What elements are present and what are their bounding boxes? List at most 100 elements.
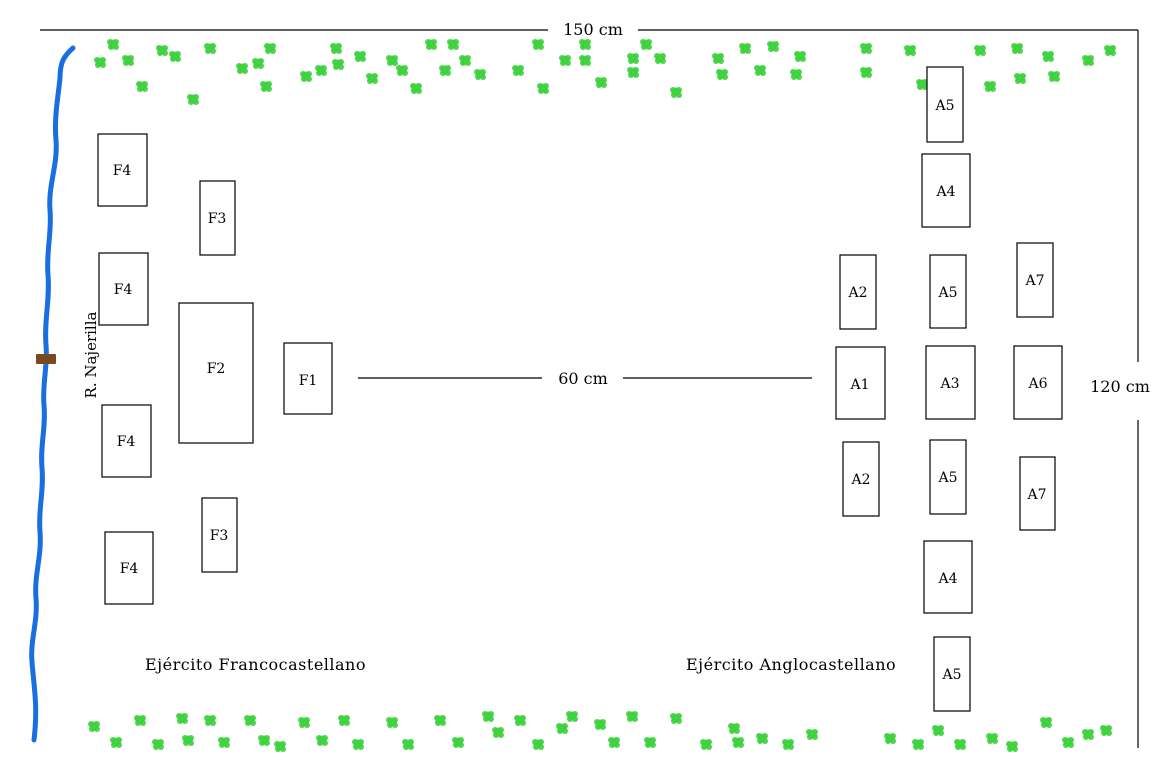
- bush-icon: [626, 711, 638, 722]
- bush-icon: [1100, 725, 1112, 736]
- unit-box-a2-2: [842, 441, 880, 517]
- bush-icon: [156, 45, 168, 56]
- bush-icon: [332, 59, 344, 70]
- bush-icon: [366, 73, 378, 84]
- bushes-top: [94, 39, 1116, 105]
- bush-icon: [107, 39, 119, 50]
- unit-box-a5-2: [929, 254, 967, 329]
- bush-icon: [402, 739, 414, 750]
- unit-box-f4-4: [104, 531, 154, 605]
- unit-label-f2: F2: [207, 361, 226, 377]
- unit-label-f4-3: F4: [117, 434, 136, 450]
- bush-icon: [860, 67, 872, 78]
- unit-label-a2-1: A2: [847, 285, 867, 301]
- unit-box-a5-1: [926, 66, 964, 143]
- bush-icon: [298, 717, 310, 728]
- bush-icon: [579, 55, 591, 66]
- bush-icon: [974, 45, 986, 56]
- bush-icon: [396, 65, 408, 76]
- unit-label-a2-2: A2: [850, 472, 870, 488]
- unit-box-a5-4: [933, 636, 971, 712]
- bush-icon: [204, 715, 216, 726]
- bush-icon: [670, 87, 682, 98]
- bush-icon: [176, 713, 188, 724]
- bush-icon: [110, 737, 122, 748]
- unit-box-a1: [835, 346, 886, 420]
- unit-label-f3-2: F3: [210, 528, 229, 544]
- bush-icon: [884, 733, 896, 744]
- bush-icon: [1048, 71, 1060, 82]
- bush-icon: [338, 715, 350, 726]
- bush-icon: [447, 39, 459, 50]
- unit-label-f4-2: F4: [114, 282, 133, 298]
- bush-icon: [860, 43, 872, 54]
- bush-icon: [152, 739, 164, 750]
- bush-icon: [532, 739, 544, 750]
- bush-icon: [258, 735, 270, 746]
- unit-label-a5-2: A5: [937, 285, 957, 301]
- bush-icon: [410, 83, 422, 94]
- bush-icon: [1011, 43, 1023, 54]
- bush-icon: [252, 58, 264, 69]
- bush-icon: [986, 733, 998, 744]
- unit-label-a7-2: A7: [1026, 487, 1046, 503]
- bush-icon: [594, 719, 606, 730]
- bush-icon: [459, 55, 471, 66]
- bush-icon: [790, 69, 802, 80]
- bush-icon: [300, 71, 312, 82]
- bush-icon: [537, 83, 549, 94]
- bush-icon: [782, 739, 794, 750]
- bush-icon: [767, 41, 779, 52]
- bush-icon: [739, 43, 751, 54]
- unit-label-a1: A1: [849, 377, 869, 393]
- bush-icon: [1104, 45, 1116, 56]
- bush-icon: [204, 43, 216, 54]
- bush-icon: [354, 51, 366, 62]
- unit-label-a5-4: A5: [941, 667, 961, 683]
- unit-label-a6: A6: [1027, 376, 1047, 392]
- bush-icon: [712, 53, 724, 64]
- bush-icon: [425, 39, 437, 50]
- height-dimension-label: 120 cm: [1090, 377, 1150, 396]
- river: [29, 45, 76, 743]
- unit-box-a3: [925, 345, 976, 420]
- unit-box-f2: [178, 302, 254, 444]
- river-label: R. Najerilla: [82, 311, 100, 398]
- bush-icon: [754, 65, 766, 76]
- unit-box-f4-3: [101, 404, 152, 478]
- bush-icon: [514, 715, 526, 726]
- bush-icon: [670, 713, 682, 724]
- bush-icon: [136, 81, 148, 92]
- unit-label-f3-1: F3: [208, 211, 227, 227]
- bush-icon: [452, 737, 464, 748]
- gap-dimension-label: 60 cm: [558, 369, 608, 388]
- bush-icon: [434, 715, 446, 726]
- bush-icon: [579, 39, 591, 50]
- bush-icon: [264, 43, 276, 54]
- bush-icon: [182, 735, 194, 746]
- bush-icon: [756, 733, 768, 744]
- bushes-bottom: [88, 711, 1112, 752]
- bush-icon: [954, 739, 966, 750]
- bush-icon: [316, 735, 328, 746]
- bush-icon: [654, 53, 666, 64]
- unit-label-f1: F1: [299, 373, 318, 389]
- unit-box-f4-1: [97, 133, 148, 207]
- bush-icon: [236, 63, 248, 74]
- bush-icon: [1082, 55, 1094, 66]
- bush-icon: [482, 711, 494, 722]
- bush-icon: [728, 723, 740, 734]
- unit-label-f4-1: F4: [113, 163, 132, 179]
- bush-icon: [439, 65, 451, 76]
- unit-box-a7-1: [1016, 242, 1054, 318]
- bush-icon: [566, 711, 578, 722]
- bush-icon: [559, 55, 571, 66]
- bush-icon: [595, 77, 607, 88]
- bush-icon: [532, 39, 544, 50]
- bush-icon: [984, 81, 996, 92]
- unit-box-f4-2: [98, 252, 149, 326]
- unit-box-a4-1: [921, 153, 971, 228]
- bush-icon: [330, 43, 342, 54]
- unit-box-a7-2: [1019, 456, 1056, 531]
